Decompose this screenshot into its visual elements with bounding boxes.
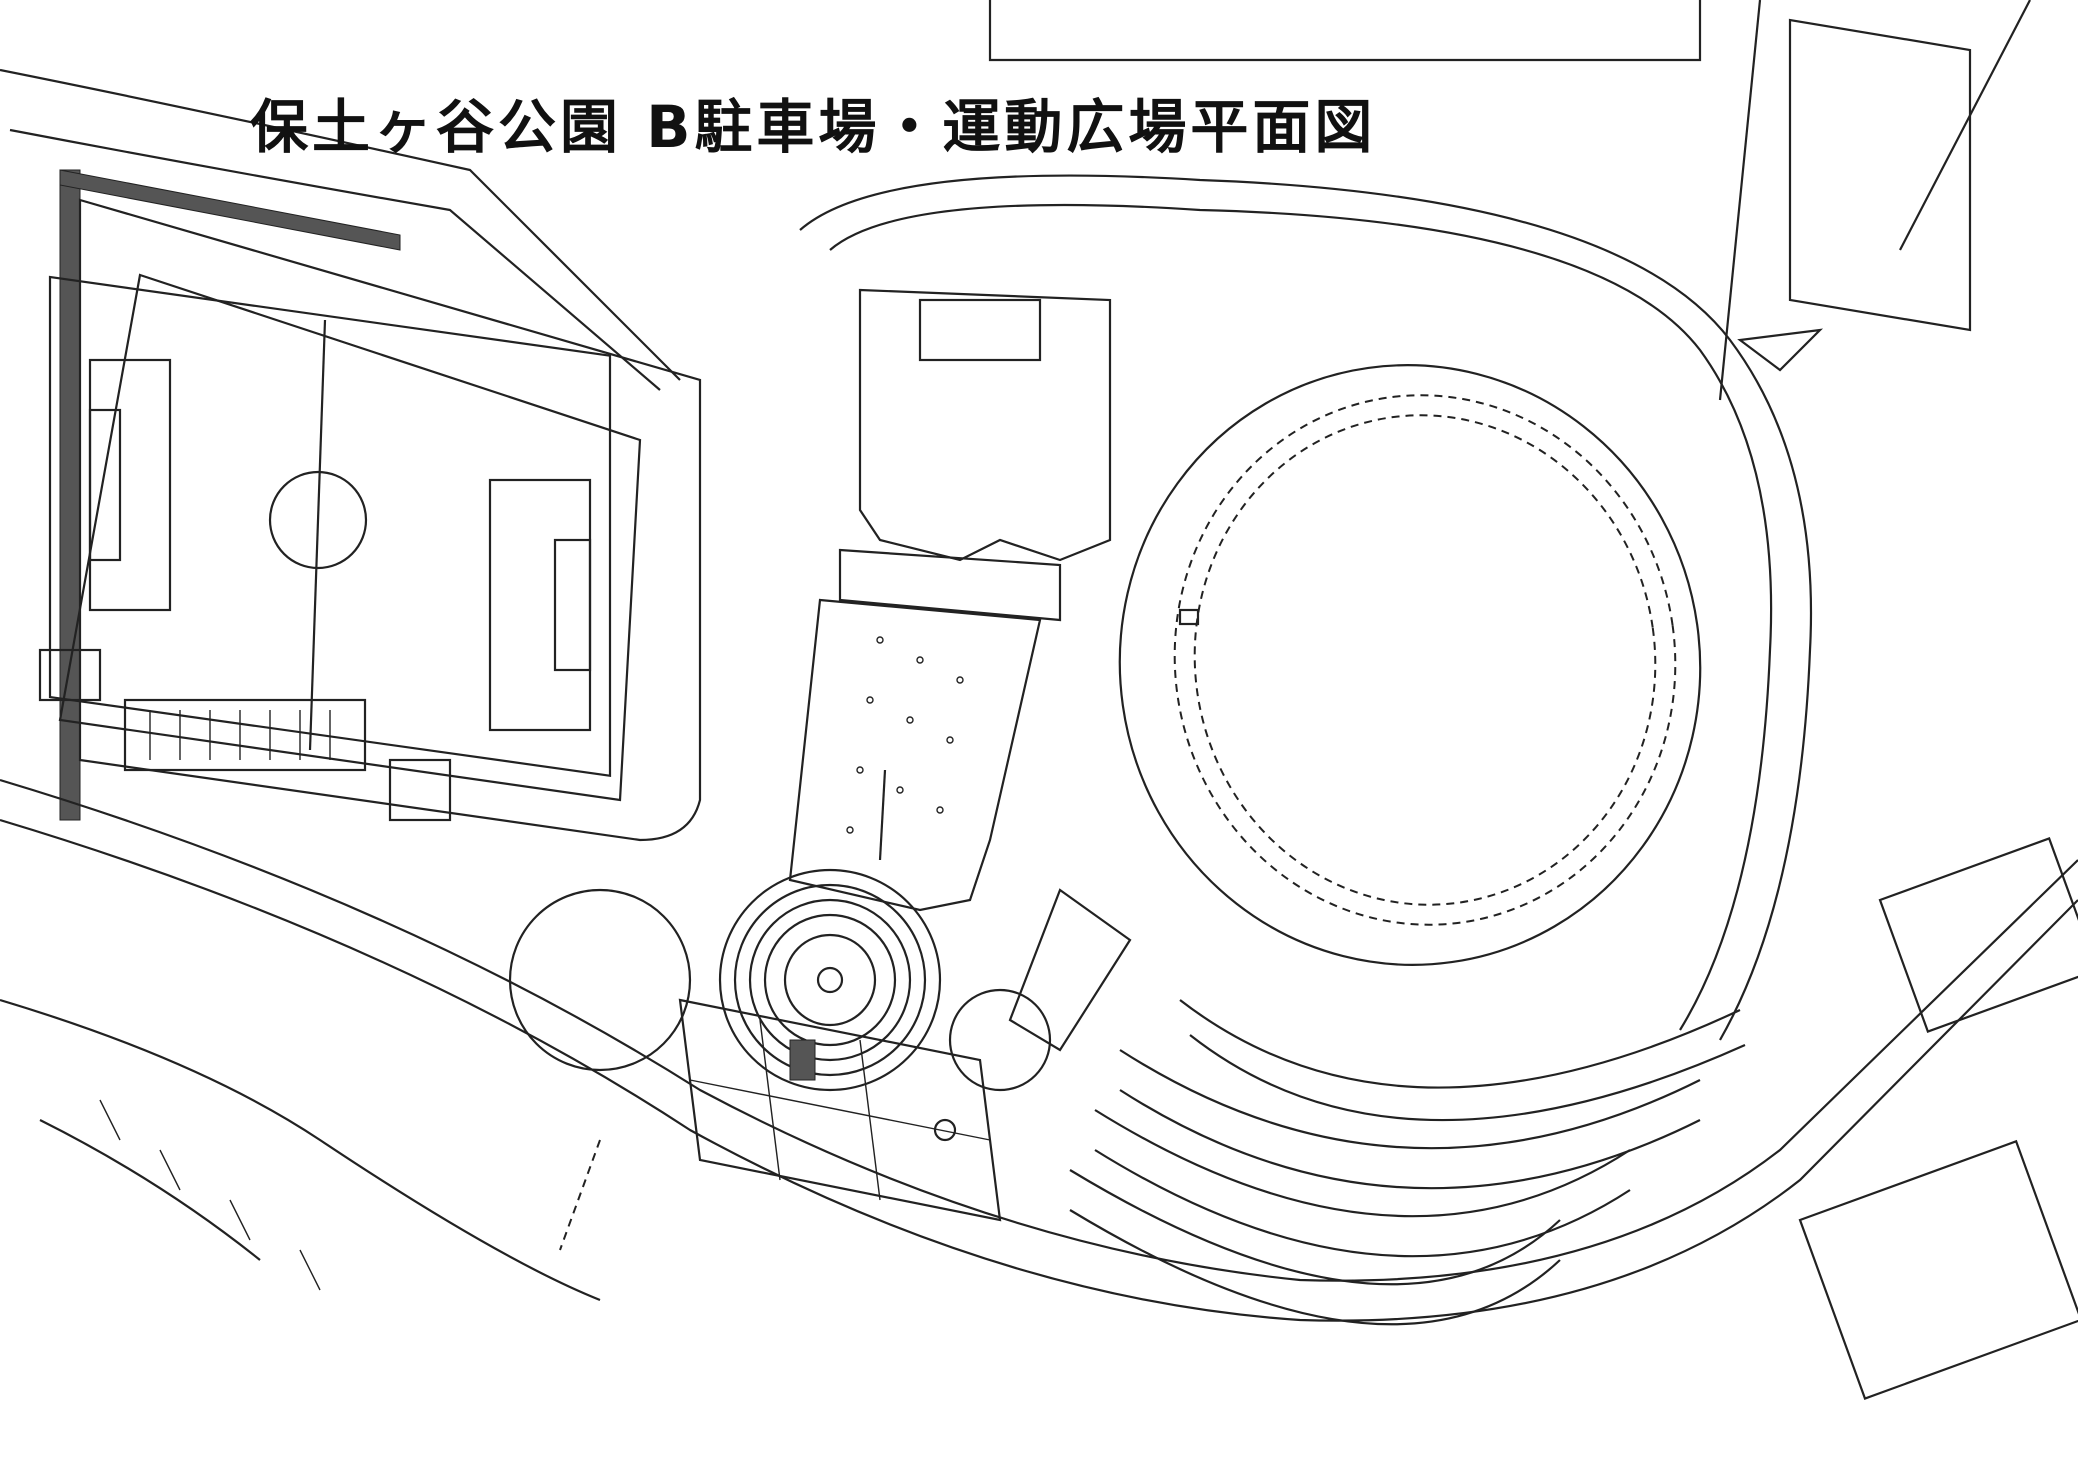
- north-road: [0, 68, 681, 381]
- perimeter-wall-hatch-top: [59, 169, 401, 251]
- north-road-2: [9, 128, 661, 391]
- fountain-circle: [948, 988, 1052, 1092]
- soccer-field: [48, 198, 702, 842]
- entrance-building: [838, 288, 1112, 622]
- plaza-grid: [678, 998, 1002, 1222]
- main-road: [0, 778, 2078, 1322]
- perimeter-road-outer: [799, 174, 1813, 1041]
- perimeter-road: [829, 203, 1773, 1031]
- small-plaza-circle: [508, 888, 692, 1072]
- top-right-field-edge: [988, 0, 1702, 62]
- right-buildings: [1718, 0, 2078, 1400]
- soccer-stands: [38, 648, 452, 822]
- page-title: 保土ヶ谷公園 B駐車場・運動広場平面図: [250, 93, 1377, 161]
- circular-amphitheater: [718, 868, 942, 1092]
- wooded-slope: [0, 998, 601, 1302]
- perimeter-wall-hatch: [59, 169, 81, 821]
- parking-lot-b: [1008, 888, 1746, 1326]
- plaza-promenade: [788, 598, 1042, 912]
- stadium-track: [1118, 364, 1702, 966]
